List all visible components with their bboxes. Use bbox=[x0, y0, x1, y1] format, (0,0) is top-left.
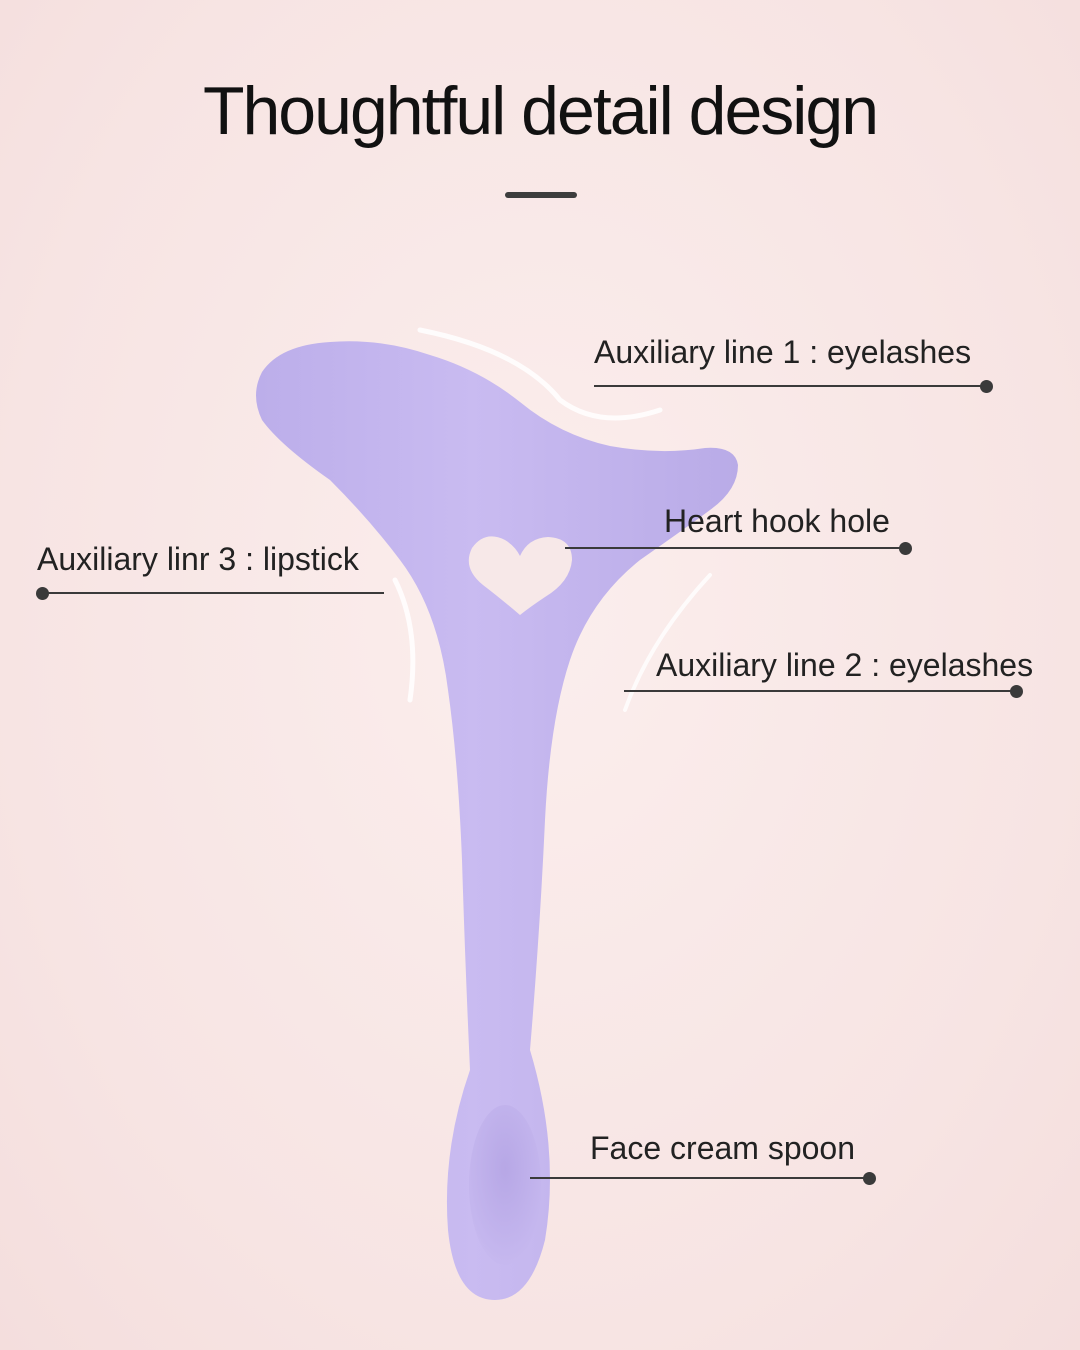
label-auxiliary-line-1: Auxiliary line 1 : eyelashes bbox=[594, 334, 972, 370]
leader-line-3 bbox=[42, 592, 384, 594]
leader-spoon bbox=[530, 1177, 870, 1179]
heart-hole-icon bbox=[468, 536, 572, 615]
label-face-cream-spoon: Face cream spoon bbox=[590, 1130, 856, 1166]
glow-arc-top bbox=[417, 327, 663, 421]
page-title: Thoughtful detail design bbox=[202, 73, 879, 149]
leader-dot-spoon bbox=[863, 1172, 876, 1185]
title-divider bbox=[505, 192, 577, 198]
leader-heart-hook bbox=[565, 547, 905, 549]
leader-line-1 bbox=[594, 385, 986, 387]
label-heart-hook-hole: Heart hook hole bbox=[664, 503, 890, 539]
glow-arc-left bbox=[392, 577, 416, 703]
glow-arc-right bbox=[623, 573, 712, 712]
stencil-body bbox=[256, 341, 738, 1300]
label-auxiliary-line-2: Auxiliary line 2 : eyelashes bbox=[656, 647, 1034, 683]
leader-dot-2 bbox=[1010, 685, 1023, 698]
leader-dot-heart bbox=[899, 542, 912, 555]
leader-dot-1 bbox=[980, 380, 993, 393]
leader-line-2 bbox=[624, 690, 1016, 692]
spoon-hollow bbox=[469, 1105, 541, 1265]
label-auxiliary-line-3: Auxiliary linr 3 : lipstick bbox=[37, 541, 359, 577]
